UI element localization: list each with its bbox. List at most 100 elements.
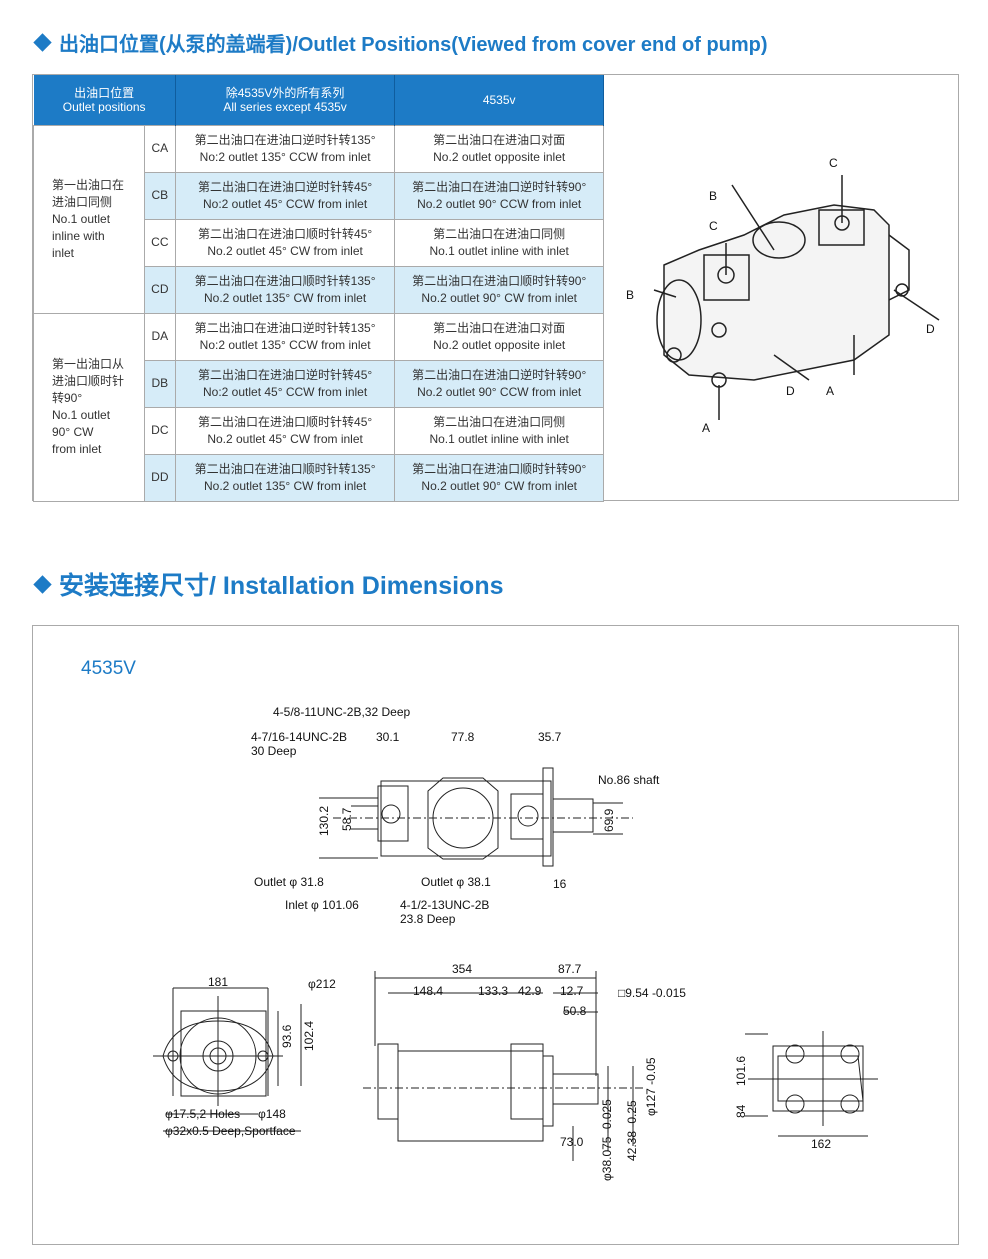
dimension-label: 93.6: [280, 1024, 294, 1048]
side-view-labels: 354 87.7 148.4 133.3 42.9 12.7 50.8 □9.5…: [413, 962, 686, 1181]
dimension-label: No.86 shaft: [598, 773, 660, 787]
dimension-label: 77.8: [451, 730, 475, 744]
installation-dimensions-panel: 4535V 4-5/8-11UNC-2B,32 Deep 4-7/16-14UN…: [32, 625, 959, 1245]
dimension-label: 42.9: [518, 984, 542, 998]
diamond-bullet-icon: [33, 574, 52, 594]
section-title-installation: 安装连接尺寸/ Installation Dimensions: [33, 566, 504, 602]
title-text: 安装连接尺寸/ Installation Dimensions: [59, 572, 504, 600]
all-series-cell: 第二出油口在进油口顺时针转45°No.2 outlet 45° CW from …: [174, 406, 396, 455]
dimension-label: 84: [734, 1104, 748, 1118]
all-series-cell: 第二出油口在进油口逆时针转45°No:2 outlet 45° CCW from…: [174, 359, 396, 408]
dimension-label: Inlet φ 101.06: [285, 898, 359, 912]
position-code: DA: [143, 312, 176, 361]
position-code: CA: [143, 124, 176, 173]
4535v-cell: 第二出油口在进油口逆时针转90°No.2 outlet 90° CCW from…: [394, 171, 604, 220]
model-label: 4535V: [81, 658, 136, 679]
dimension-label: φ38.075 -0.025: [600, 1099, 614, 1181]
all-series-cell: 第二出油口在进油口逆时针转45°No:2 outlet 45° CCW from…: [174, 171, 396, 220]
dimension-label: 133.3: [478, 984, 508, 998]
dimension-label: 69.9: [602, 808, 616, 832]
section-title-outlet-positions: 出油口位置(从泵的盖端看)/Outlet Positions(Viewed fr…: [33, 28, 768, 57]
dimension-label: 4-1/2-13UNC-2B: [400, 898, 489, 912]
4535v-cell: 第二出油口在进油口顺时针转90°No.2 outlet 90° CW from …: [394, 453, 604, 502]
dimension-label: 4-5/8-11UNC-2B,32 Deep: [273, 705, 411, 719]
dimension-label: φ212: [308, 977, 336, 991]
dimension-label: φ32x0.5 Deep,Sportface: [165, 1124, 296, 1138]
label-d-bottom: D: [786, 384, 795, 398]
label-b-top: B: [709, 189, 717, 203]
all-series-cell: 第二出油口在进油口顺时针转135°No.2 outlet 135° CW fro…: [174, 453, 396, 502]
dimension-label: 354: [452, 962, 472, 976]
all-series-cell: 第二出油口在进油口顺时针转45°No.2 outlet 45° CW from …: [174, 218, 396, 267]
dimension-label: 87.7: [558, 962, 582, 976]
dimension-label: 23.8 Deep: [400, 912, 456, 926]
all-series-cell: 第二出油口在进油口顺时针转135°No.2 outlet 135° CW fro…: [174, 265, 396, 314]
dimension-label: 30.1: [376, 730, 400, 744]
position-code: DC: [143, 406, 176, 455]
dimension-label: 101.6: [734, 1056, 748, 1086]
end-view-drawing: [745, 1031, 878, 1137]
position-code: CB: [143, 171, 176, 220]
dimension-label: 130.2: [317, 806, 331, 836]
4535v-cell: 第二出油口在进油口顺时针转90°No.2 outlet 90° CW from …: [394, 265, 604, 314]
dimension-drawings: 4-5/8-11UNC-2B,32 Deep 4-7/16-14UNC-2B 3…: [153, 705, 878, 1181]
position-code: DD: [143, 453, 176, 502]
front-view-drawing: [153, 987, 302, 1132]
dimension-label: 181: [208, 975, 228, 989]
pump-isometric-illustration: C C B B D D A A: [626, 156, 940, 435]
dimension-label: □9.54 -0.015: [618, 986, 686, 1000]
dimension-label: 4-7/16-14UNC-2B: [251, 730, 347, 744]
end-view-labels: 101.6 84 162: [734, 1056, 831, 1151]
dimension-label: φ127 -0.05: [644, 1057, 658, 1116]
position-code: CD: [143, 265, 176, 314]
header-4535v: 4535v: [394, 75, 604, 125]
diamond-bullet-icon: [33, 33, 52, 52]
label-a-bottom: A: [702, 421, 710, 435]
label-d-right: D: [926, 322, 935, 336]
label-a-right: A: [826, 384, 834, 398]
dimension-label: 162: [811, 1137, 831, 1151]
4535v-cell: 第二出油口在进油口逆时针转90°No.2 outlet 90° CCW from…: [394, 359, 604, 408]
top-view-labels: 4-5/8-11UNC-2B,32 Deep 4-7/16-14UNC-2B 3…: [251, 705, 660, 926]
dimension-label: 148.4: [413, 984, 443, 998]
all-series-cell: 第二出油口在进油口逆时针转135°No:2 outlet 135° CCW fr…: [174, 312, 396, 361]
dimension-label: 30 Deep: [251, 744, 297, 758]
dimension-label: 35.7: [538, 730, 562, 744]
dimension-label: 50.8: [563, 1004, 587, 1018]
label-c-top: C: [829, 156, 838, 170]
dimension-label: 73.0: [560, 1135, 584, 1149]
dimension-label: Outlet φ 31.8: [254, 875, 324, 889]
front-view-labels: 181 φ212 93.6 102.4 φ17.5,2 Holes φ148 φ…: [165, 975, 336, 1138]
label-b-left: B: [626, 288, 634, 302]
dimension-label: 16: [553, 877, 567, 891]
position-code: CC: [143, 218, 176, 267]
title-text: 出油口位置(从泵的盖端看)/Outlet Positions(Viewed fr…: [59, 34, 768, 56]
all-series-cell: 第二出油口在进油口逆时针转135°No:2 outlet 135° CCW fr…: [174, 124, 396, 173]
dimension-label: φ17.5,2 Holes: [165, 1107, 240, 1121]
label-c-left: C: [709, 219, 718, 233]
dimension-label: Outlet φ 38.1: [421, 875, 491, 889]
dimension-label: φ148: [258, 1107, 286, 1121]
position-code: DB: [143, 359, 176, 408]
dimension-label: 102.4: [302, 1021, 316, 1051]
dimension-label: 42.38 -0.25: [625, 1100, 639, 1161]
top-view-drawing: [319, 767, 633, 867]
side-view-drawing: [363, 971, 643, 1161]
dimension-label: 58.7: [340, 807, 354, 831]
